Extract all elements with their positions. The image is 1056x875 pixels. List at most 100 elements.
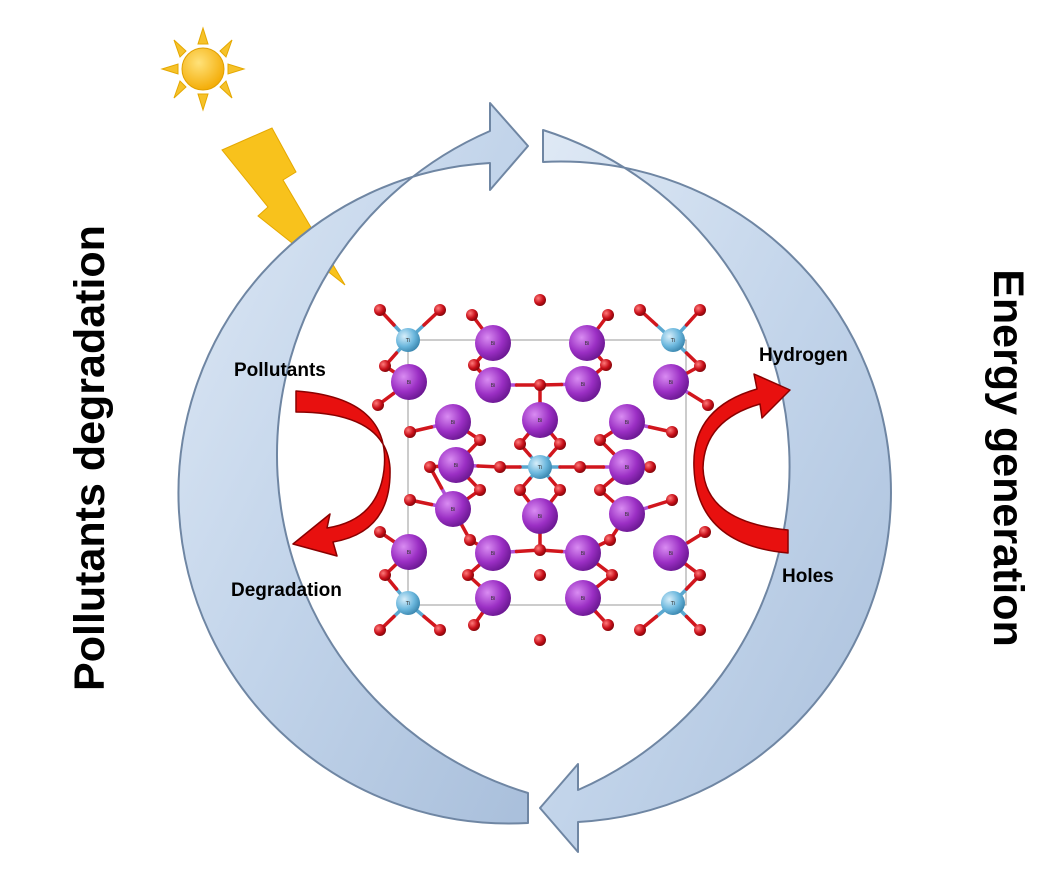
oxygen-atom-sphere [594,484,606,496]
bismuth-atom-sphere [653,364,689,400]
right-side-label: Energy generation [984,269,1032,647]
oxygen-atom [474,484,486,496]
oxygen-atom-sphere [514,438,526,450]
oxygen-atom [602,619,614,631]
bismuth-atom-sphere [653,535,689,571]
bismuth-atom-label: Bi [669,551,674,557]
oxygen-atom [468,619,480,631]
bismuth-atom-label: Bi [451,420,456,426]
oxygen-atom-sphere [606,569,618,581]
bismuth-atom-sphere [522,402,558,438]
oxygen-atom-sphere [468,359,480,371]
titanium-atom-sphere [661,591,685,615]
bismuth-atom: Bi [565,366,601,402]
bismuth-atom-label: Bi [407,550,412,556]
oxygen-atom-sphere [424,461,436,473]
bismuth-atom-sphere [391,534,427,570]
titanium-atom-label: Ti [405,338,410,344]
degradation-label: Degradation [231,580,342,601]
titanium-atom-sphere [528,455,552,479]
oxygen-atom-sphere [534,634,546,646]
titanium-atom-label: Ti [670,601,675,607]
bismuth-atom-sphere [609,404,645,440]
oxygen-atom [494,461,506,473]
bismuth-atom: Bi [565,580,601,616]
oxygen-atom-sphere [434,624,446,636]
titanium-atom: Ti [661,591,685,615]
oxygen-atom-sphere [694,304,706,316]
oxygen-atom [602,309,614,321]
oxygen-atom [404,494,416,506]
oxygen-atom-sphere [514,484,526,496]
titanium-atom: Ti [396,591,420,615]
bismuth-atom-label: Bi [581,551,586,557]
oxygen-atom [574,461,586,473]
oxygen-atom-sphere [494,461,506,473]
bismuth-atom-label: Bi [625,512,630,518]
bismuth-atom: Bi [438,447,474,483]
bismuth-atom-sphere [475,535,511,571]
oxygen-atom-sphere [634,624,646,636]
bismuth-atom-label: Bi [581,596,586,602]
oxygen-atom-sphere [374,304,386,316]
oxygen-atom-sphere [602,309,614,321]
bismuth-atom-label: Bi [538,418,543,424]
bismuth-atom-label: Bi [538,514,543,520]
bismuth-atom-sphere [435,491,471,527]
oxygen-atom-sphere [600,359,612,371]
oxygen-atom-sphere [702,399,714,411]
oxygen-atom [374,304,386,316]
bismuth-atom: Bi [435,404,471,440]
oxygen-atom-sphere [474,484,486,496]
oxygen-atom [634,304,646,316]
oxygen-atom-sphere [374,624,386,636]
sun-icon [160,26,246,112]
bismuth-atom-sphere [609,449,645,485]
oxygen-atom [379,569,391,581]
oxygen-atom [374,624,386,636]
oxygen-atom [464,534,476,546]
unit-cell-box [407,339,687,606]
oxygen-atom [702,399,714,411]
oxygen-atom-sphere [534,379,546,391]
oxygen-atom-sphere [554,484,566,496]
titanium-atom: Ti [396,328,420,352]
bismuth-atom: Bi [565,535,601,571]
red-curved-arrow-left [292,390,391,557]
oxygen-atom [514,438,526,450]
bismuth-atom-sphere [435,404,471,440]
bismuth-atom-sphere [475,325,511,361]
oxygen-atom [604,534,616,546]
oxygen-atom [466,309,478,321]
oxygen-atom [534,294,546,306]
oxygen-atom-sphere [554,438,566,450]
bismuth-atom: Bi [475,535,511,571]
hydrogen-label: Hydrogen [759,345,848,366]
oxygen-atom-sphere [666,426,678,438]
oxygen-atom-sphere [699,526,711,538]
pollutants-label: Pollutants [234,360,326,381]
bismuth-atom: Bi [391,534,427,570]
oxygen-atom [666,426,678,438]
oxygen-atom-sphere [602,619,614,631]
bismuth-atom: Bi [435,491,471,527]
titanium-atom-label: Ti [405,601,410,607]
oxygen-atom [694,569,706,581]
oxygen-atom [644,461,656,473]
titanium-atom-sphere [661,328,685,352]
bismuth-atom: Bi [522,498,558,534]
left-side-label: Pollutants degradation [66,225,114,691]
oxygen-atom [554,484,566,496]
bismuth-atom: Bi [475,325,511,361]
oxygen-atom-sphere [534,294,546,306]
oxygen-atom [534,569,546,581]
titanium-atom: Ti [528,455,552,479]
oxygen-atom [594,484,606,496]
oxygen-atom-sphere [534,569,546,581]
oxygen-atom [474,434,486,446]
bismuth-atom-sphere [569,325,605,361]
oxygen-atom-sphere [574,461,586,473]
bismuth-atom: Bi [569,325,605,361]
